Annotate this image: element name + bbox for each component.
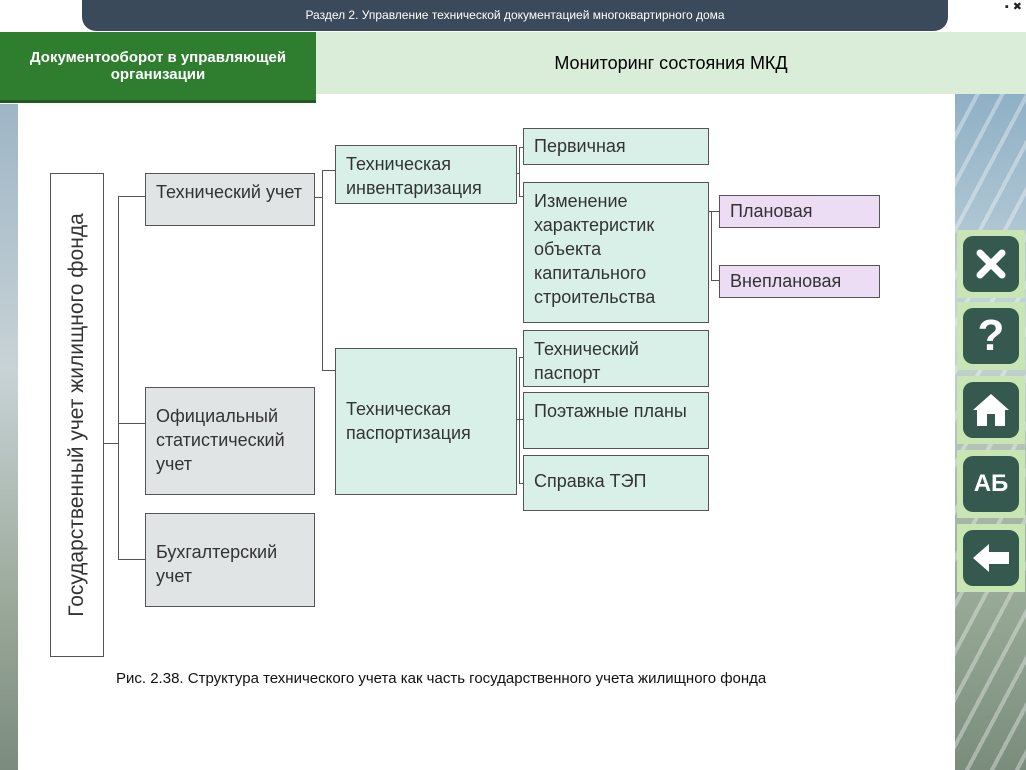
figure-caption: Рис. 2.38. Структура технического учета … — [116, 670, 767, 687]
window-title-bar: Раздел 2. Управление технической докумен… — [82, 0, 948, 31]
home-button[interactable] — [957, 376, 1025, 444]
back-button-face — [963, 530, 1019, 586]
glossary-button-face: АБ — [963, 456, 1019, 512]
tech-accounting-box: Технический учет — [145, 173, 315, 226]
passport-box: Техническая паспортизация — [335, 348, 517, 495]
glossary-label: АБ — [973, 470, 1009, 497]
home-button-face — [963, 382, 1019, 438]
connector — [322, 170, 323, 371]
connector — [519, 147, 520, 196]
tep-box: Справка ТЭП — [523, 455, 709, 511]
official-stat-label: Официальный статистический учет — [156, 406, 285, 474]
accounting-box: Бухгалтерский учет — [145, 513, 315, 607]
tab-document-workflow[interactable]: Документооборот в управляющей организаци… — [0, 32, 316, 103]
connector — [519, 483, 523, 484]
unplanned-box: Внеплановая — [719, 265, 880, 298]
official-stat-box: Официальный статистический учет — [145, 387, 315, 495]
change-label: Изменение характеристик объекта капиталь… — [534, 191, 656, 307]
close-button[interactable] — [957, 230, 1025, 298]
accounting-label: Бухгалтерский учет — [156, 542, 278, 586]
connector — [118, 196, 119, 560]
tech-passport-label: Технический паспорт — [534, 339, 639, 383]
connector — [314, 197, 323, 198]
change-box: Изменение характеристик объекта капиталь… — [523, 182, 709, 323]
connector — [104, 443, 118, 444]
glossary-button[interactable]: АБ — [957, 450, 1025, 518]
connector — [711, 211, 719, 212]
connector — [322, 170, 335, 171]
connector — [519, 196, 523, 197]
connector — [519, 419, 523, 420]
back-button[interactable] — [957, 524, 1025, 592]
connector — [711, 280, 719, 281]
connector — [322, 370, 335, 371]
tech-passport-box: Технический паспорт — [523, 330, 709, 387]
passport-label: Техническая паспортизация — [346, 399, 471, 443]
question-icon: ? — [977, 311, 1005, 360]
window-title: Раздел 2. Управление технической докумен… — [305, 8, 725, 22]
tab-monitoring[interactable]: Мониторинг состояния МКД — [316, 32, 1026, 94]
arrow-left-icon — [973, 544, 1009, 572]
connector — [516, 173, 520, 174]
inventory-label: Техническая инвентаризация — [346, 154, 482, 198]
inventory-box: Техническая инвентаризация — [335, 145, 517, 204]
tab-document-workflow-label: Документооборот в управляющей организаци… — [29, 49, 287, 83]
connector — [519, 147, 523, 148]
primary-box: Первичная — [523, 128, 709, 165]
background-decoration-left — [0, 104, 18, 770]
tech-accounting-label: Технический учет — [156, 182, 303, 202]
floor-plans-label: Поэтажные планы — [534, 401, 687, 421]
unplanned-label: Внеплановая — [730, 271, 842, 291]
root-box: Государственный учет жилищного фонда — [50, 173, 104, 657]
connector — [519, 357, 520, 484]
connector — [118, 423, 145, 424]
primary-label: Первичная — [534, 136, 626, 156]
connector — [711, 211, 712, 281]
planned-label: Плановая — [730, 201, 813, 221]
connector — [516, 419, 520, 420]
connector — [708, 211, 712, 212]
connector — [118, 559, 145, 560]
help-button[interactable]: ? — [957, 302, 1025, 370]
planned-box: Плановая — [719, 195, 880, 228]
window-controls: ▪ ✖ — [1005, 2, 1022, 13]
connector — [118, 196, 145, 197]
close-window-icon[interactable]: ✖ — [1012, 1, 1022, 13]
help-button-face: ? — [963, 308, 1019, 364]
home-icon — [973, 394, 1009, 426]
close-button-face — [963, 236, 1019, 292]
connector — [519, 357, 523, 358]
close-icon — [976, 249, 1006, 279]
tep-label: Справка ТЭП — [534, 471, 647, 491]
minimize-icon[interactable]: ▪ — [1004, 1, 1009, 13]
floor-plans-box: Поэтажные планы — [523, 392, 709, 449]
root-label: Государственный учет жилищного фонда — [65, 213, 88, 617]
tab-monitoring-label: Мониторинг состояния МКД — [554, 52, 788, 73]
